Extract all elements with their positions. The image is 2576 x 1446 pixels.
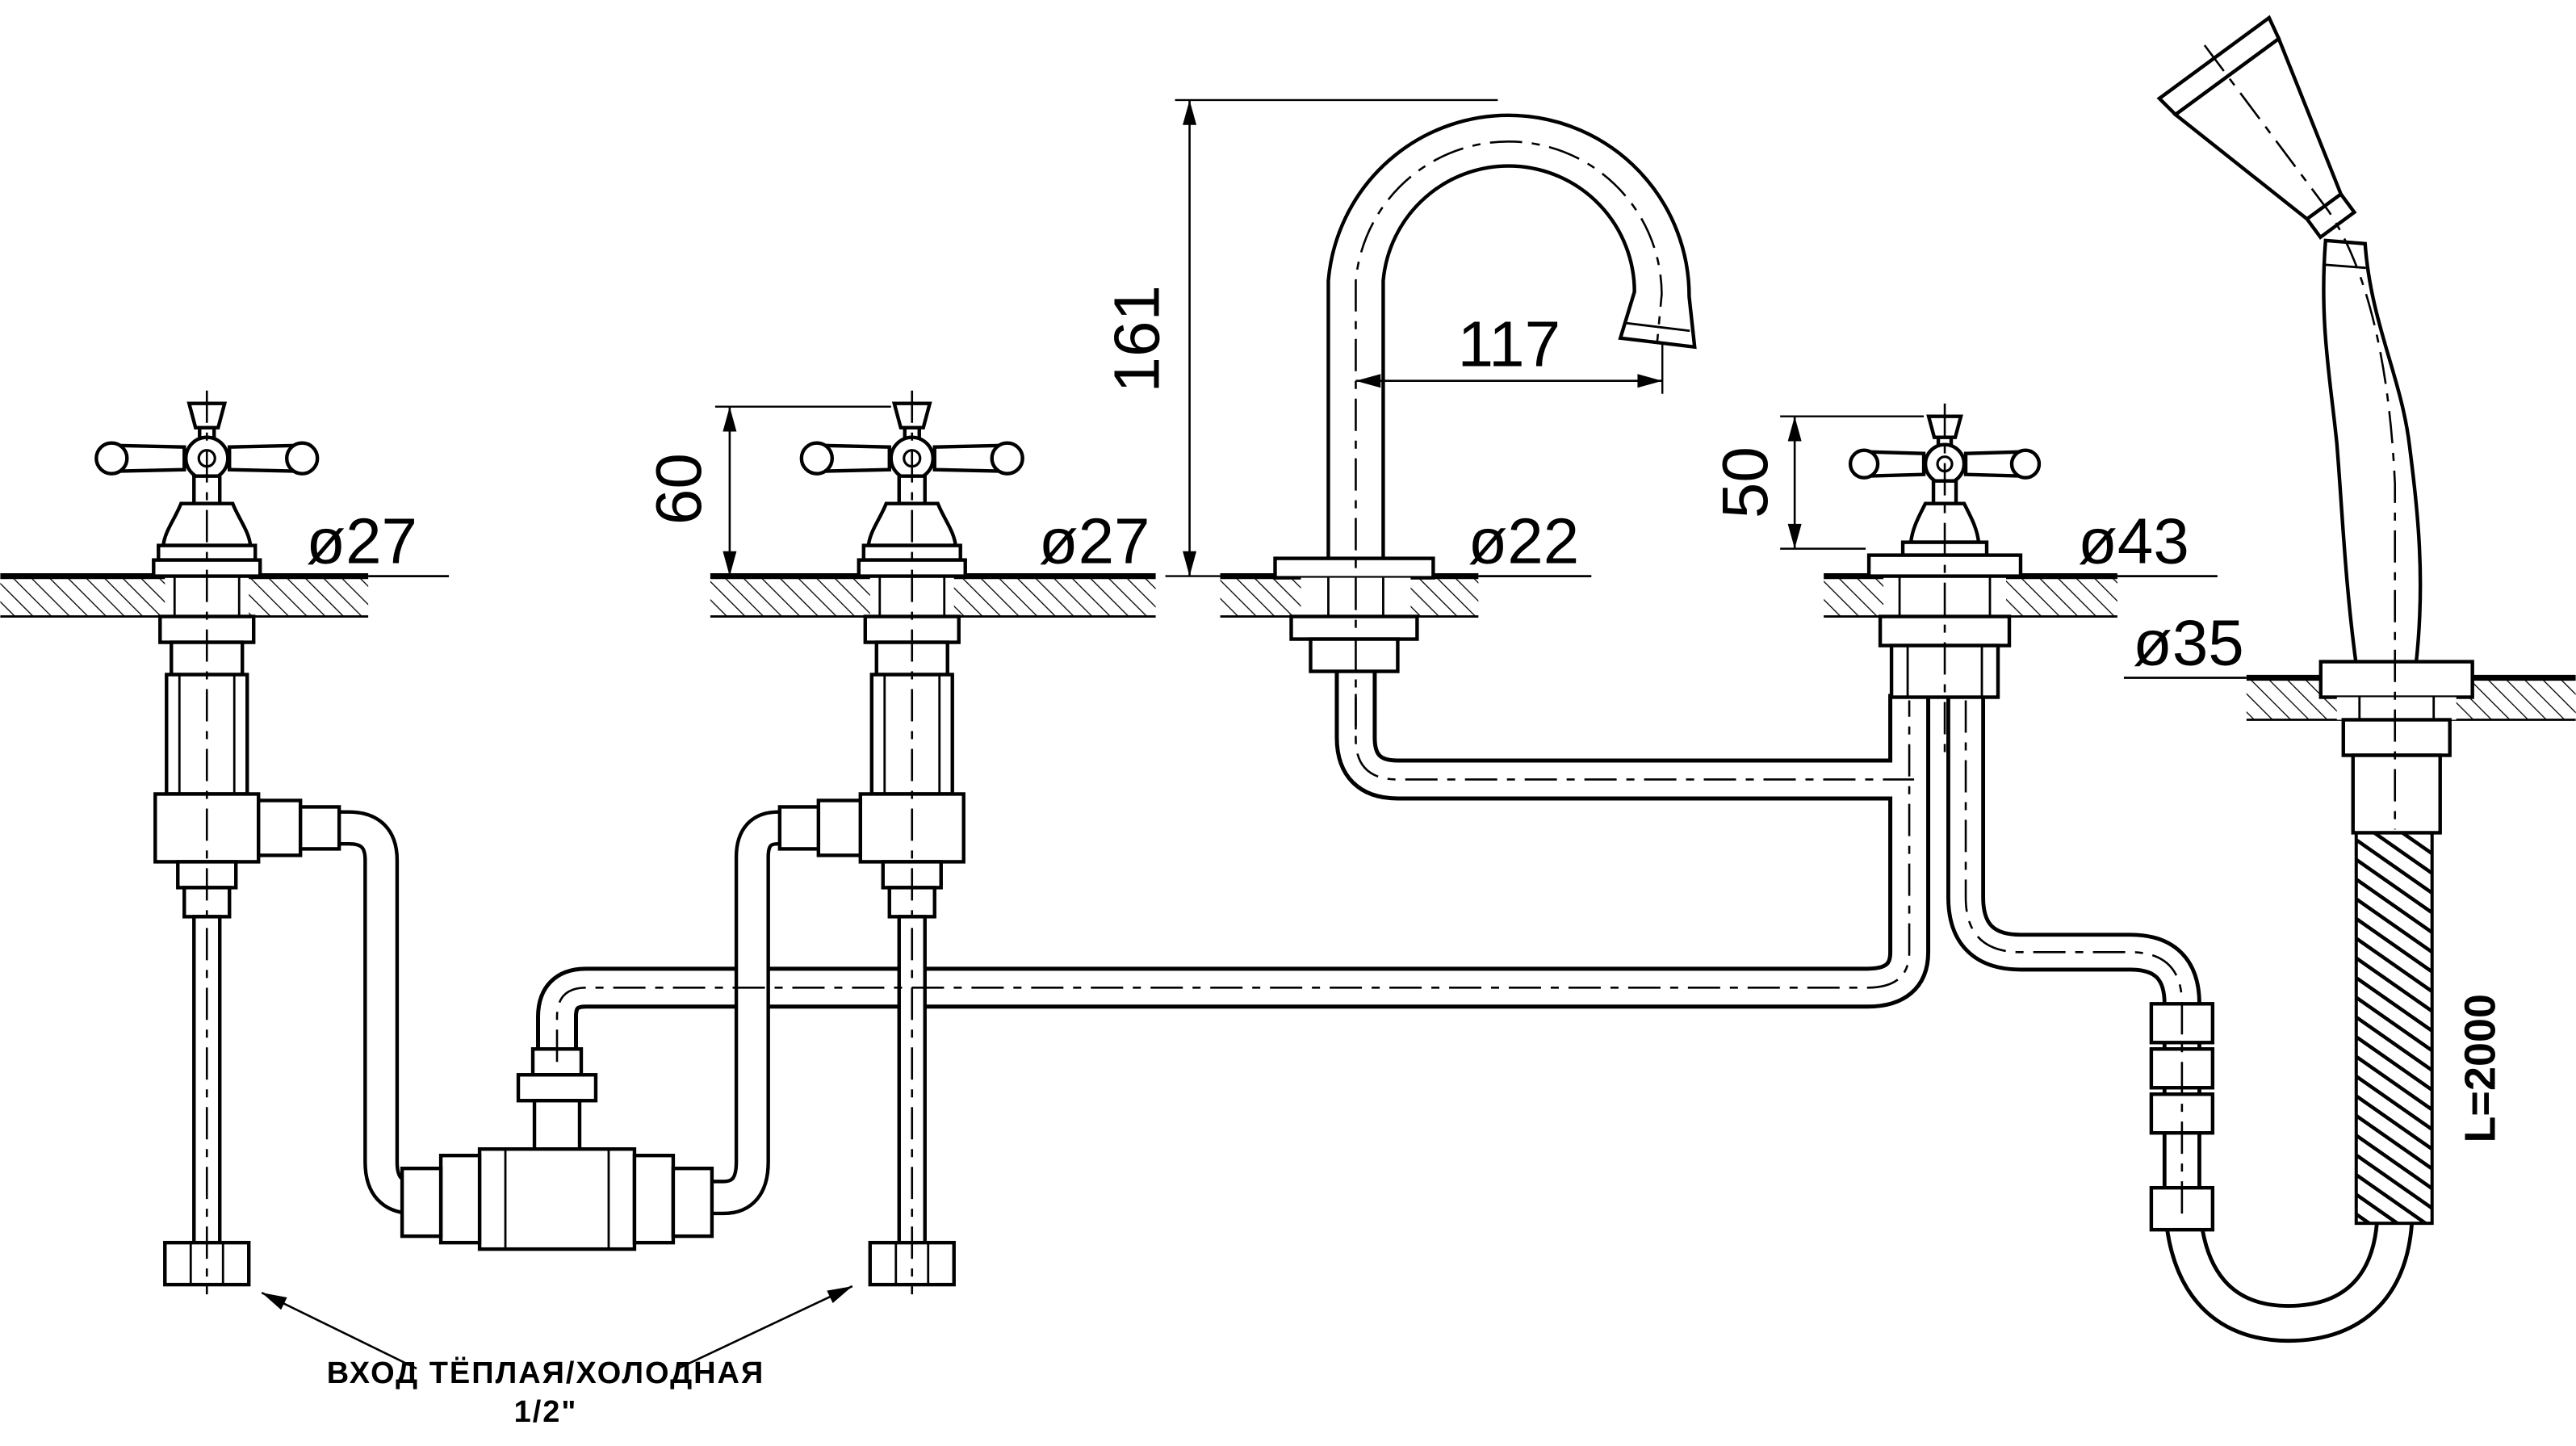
label-diverter-diameter: ø43: [2078, 505, 2189, 577]
cold-valve: [780, 404, 1023, 1285]
dim-spout-height-label: 161: [1101, 285, 1173, 392]
dimension-handle-height: 60: [643, 405, 891, 576]
label-handle2-diameter: ø27: [1039, 505, 1150, 577]
tee-fitting: [400, 1047, 714, 1251]
centerlines: [205, 44, 2397, 1295]
label-shower-diameter: ø35: [2133, 607, 2244, 679]
leader-hot-inlet: [261, 1291, 417, 1370]
spout: [1273, 113, 1697, 673]
inlet-note: ВХОД ТЁПЛАЯ/ХОЛОДНАЯ 1/2": [261, 1285, 853, 1429]
dim-handle-height-label: 60: [643, 453, 714, 525]
inlet-note-line1: ВХОД ТЁПЛАЯ/ХОЛОДНАЯ: [327, 1356, 765, 1390]
hose-coil: [2354, 824, 2434, 1226]
pipe-diverter-to-spout: [1334, 664, 1918, 801]
diameter-labels: ø27 ø27 ø22 ø43 ø35 L=2000: [306, 505, 2504, 1143]
dimension-diverter-handle-height: 50: [1709, 415, 1925, 550]
dim-spout-reach-label: 117: [1458, 308, 1560, 380]
spout-flange: [1273, 556, 1435, 580]
dimension-spout-reach: 117: [1355, 308, 1664, 394]
dimension-spout-height: 161: [1101, 98, 1498, 577]
shower-holder-flange: [2318, 660, 2474, 699]
shower-head-cone: [2172, 36, 2344, 222]
shower-handle: [2322, 238, 2423, 667]
label-handle1-diameter: ø27: [306, 505, 417, 577]
hot-valve: [96, 404, 339, 1285]
leader-cold-inlet: [677, 1285, 853, 1370]
spout-tube: [1326, 113, 1697, 580]
inlet-note-line2: 1/2": [514, 1395, 578, 1429]
dim-diverter-height-label: 50: [1709, 446, 1781, 518]
label-hose-length: L=2000: [2457, 994, 2505, 1143]
label-spout-diameter: ø22: [1468, 505, 1579, 577]
